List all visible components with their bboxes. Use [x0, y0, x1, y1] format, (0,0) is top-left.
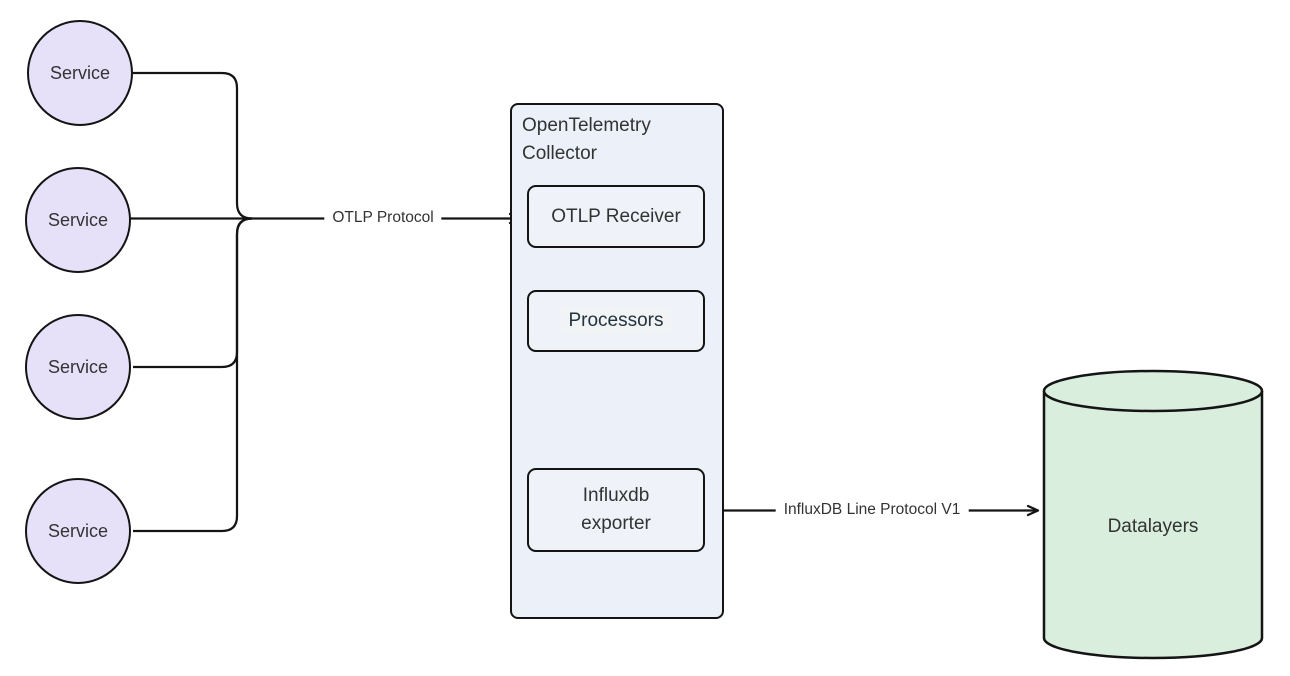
database-label: Datalayers: [1107, 516, 1199, 537]
processors-label: Processors: [561, 309, 671, 333]
influxdb-exporter-node: Influxdb exporter: [527, 468, 705, 552]
collector-title: OpenTelemetry Collector: [522, 115, 651, 164]
database-cylinder-body: [1042, 391, 1264, 660]
service-node-3: Service: [25, 314, 131, 420]
service-node-4: Service: [25, 478, 131, 584]
service-node-2: Service: [25, 167, 131, 273]
edge-service1-junction: [133, 71, 253, 220]
edge-service4-junction: [133, 217, 253, 533]
database-cylinder: [1042, 369, 1264, 660]
otlp-receiver-node: OTLP Receiver: [527, 185, 705, 248]
database-cylinder-top: [1042, 369, 1264, 413]
service-node-4-label: Service: [47, 520, 109, 541]
service-node-1: Service: [27, 20, 133, 126]
processors-node: Processors: [527, 290, 705, 352]
edge-service3-junction: [133, 217, 253, 369]
service-node-2-label: Service: [47, 209, 109, 230]
otlp-protocol-edge-label: OTLP Protocol: [324, 207, 442, 229]
otlp-receiver-label: OTLP Receiver: [551, 205, 681, 227]
influxdb-exporter-label: Influxdb exporter: [581, 485, 651, 534]
influx-line-protocol-edge-label: InfluxDB Line Protocol V1: [775, 499, 969, 521]
service-node-1-label: Service: [49, 62, 111, 83]
service-node-3-label: Service: [47, 356, 109, 377]
